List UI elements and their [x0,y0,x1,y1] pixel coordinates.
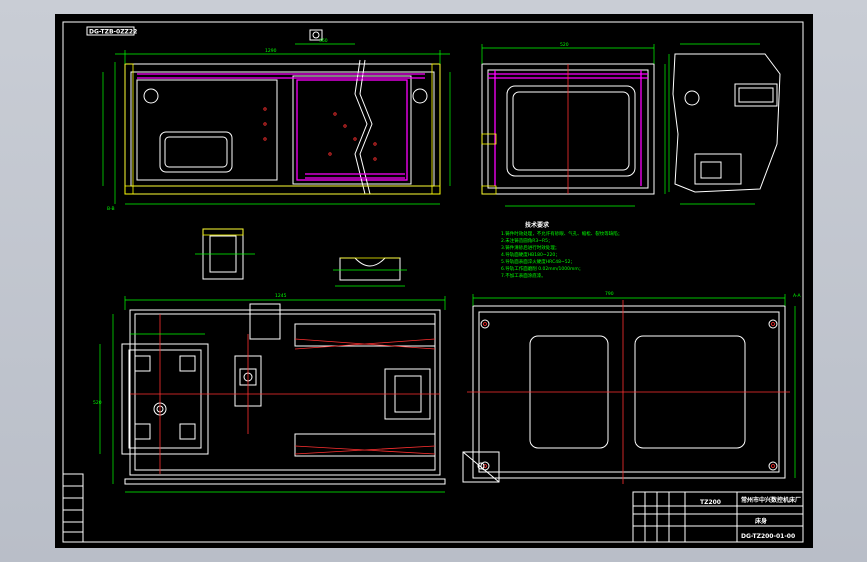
base-plan-dimensions [472,294,796,478]
dim-top-total: 1290 [265,48,277,54]
detail-view [672,53,781,193]
plan-view-dimensions [99,296,446,493]
detail-view-dimensions [668,43,760,205]
view-label-a: A-A [793,293,802,299]
model-label: TZ200 [700,499,721,506]
tech-line-7: 7.不加工表面涂底漆。 [501,272,546,279]
front-section-dimensions [102,43,451,205]
factory-name: 常州市中兴数控机床厂 [741,496,801,504]
dim-plan-width: 520 [93,400,102,406]
tech-line-6: 6.导轨工作面磨削 0.02mm/1000mm； [501,265,583,272]
drawing-border [62,21,804,543]
plan-view [121,303,446,485]
dim-plan-total: 1245 [275,293,287,299]
cad-viewport[interactable]: DG-TZB-0ZZ22 129 [55,14,813,548]
view-label-b: B-B [107,206,115,212]
tech-line-5: 5.导轨面表面淬火硬度HRC48~52； [501,258,575,265]
dim-top-mid: 360 [319,38,328,44]
tech-line-1: 1.铸件时效处理，不允许有砂眼、气孔、缩松、裂纹等缺陷； [501,230,622,237]
title-block [632,491,804,543]
tech-line-2: 2.未注铸造圆角R3~R5； [501,237,553,244]
drawing-number: DG-TZ200-01-00 [741,533,795,540]
side-view-dimensions [481,44,666,207]
dim-right-total: 520 [560,42,569,48]
section-detail-b [333,257,407,287]
tech-heading: 技术要求 [525,221,550,229]
tech-line-3: 3.铸件清砂后进行时效处理； [501,244,559,251]
revision-strip [62,473,84,543]
drawing-canvas: DG-TZB-0ZZ22 129 [62,21,804,543]
front-section-view [124,29,441,195]
base-plan-view [462,300,790,484]
section-detail-a [195,228,255,280]
title-tag-box [86,26,135,36]
title-tag: DG-TZB-0ZZ22 [89,29,137,36]
dim-plan-right: 790 [605,291,614,297]
side-view [481,63,655,195]
tech-line-4: 4.导轨面硬度HB180~220； [501,251,560,258]
tech-requirements: 技术要求 1.铸件时效处理，不允许有砂眼、气孔、缩松、裂纹等缺陷； 2.未注铸造… [501,221,622,279]
part-name: 床身 [755,517,767,525]
